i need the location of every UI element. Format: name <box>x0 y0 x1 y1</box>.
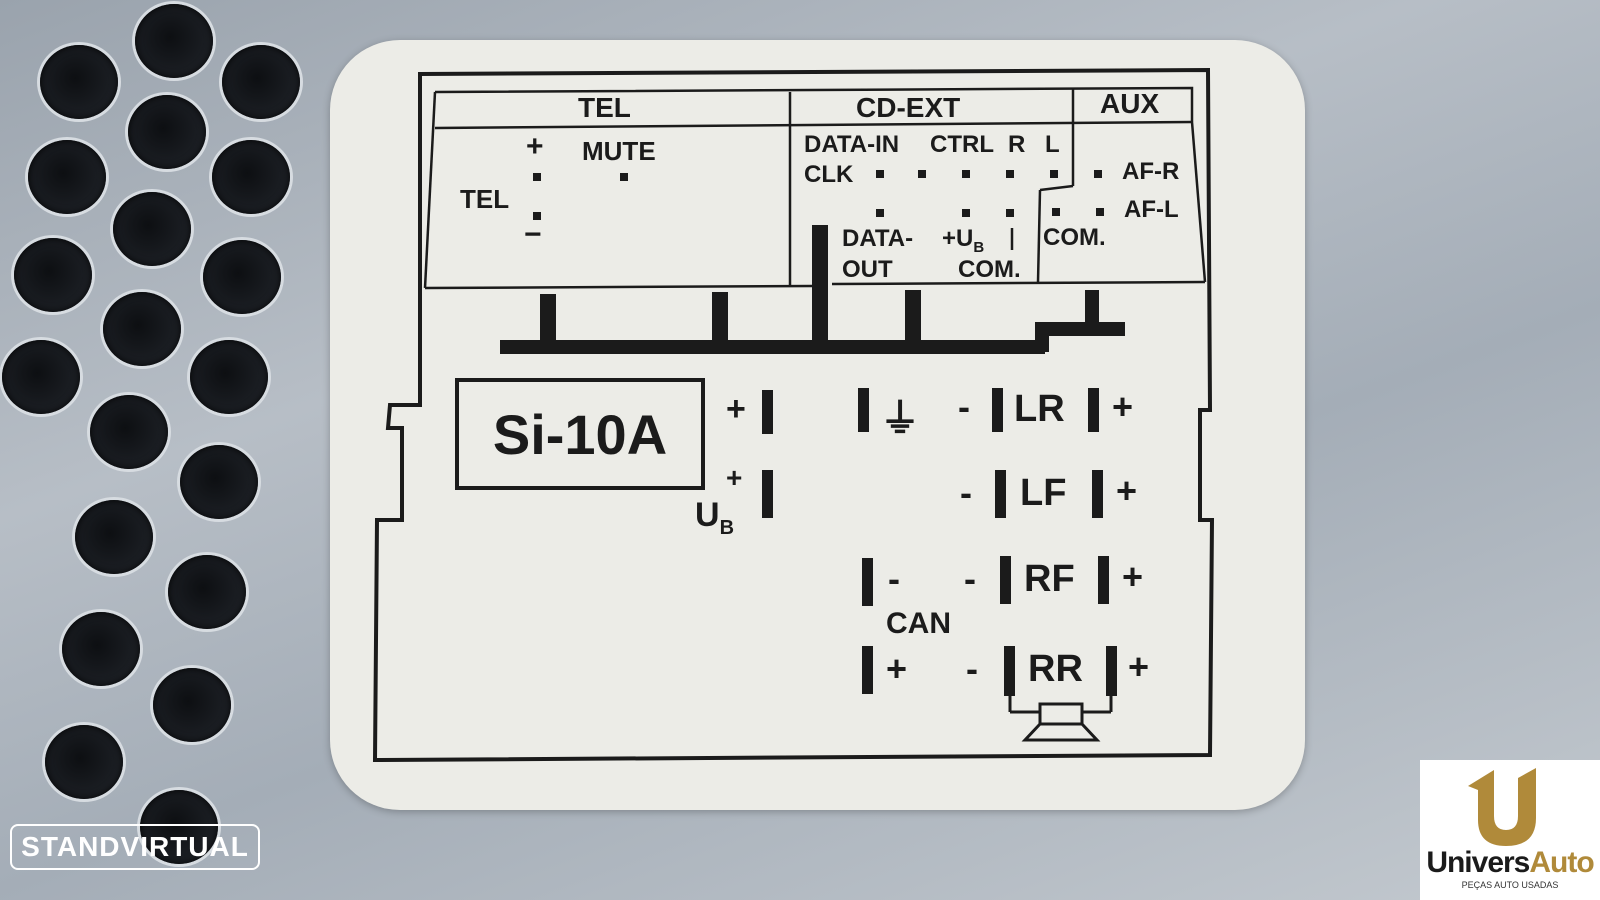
tel-mute-label: MUTE <box>582 136 656 166</box>
speaker-rr-label: RR <box>1028 648 1083 690</box>
tel-section-title: TEL <box>578 92 631 123</box>
connector-label-sticker <box>330 40 1305 810</box>
cdext-clk-label: CLK <box>804 161 854 188</box>
model-badge: Si-10A <box>455 378 705 490</box>
speaker-lr-label: LR <box>1014 388 1065 430</box>
tel-minus-label: − <box>524 218 542 251</box>
speaker-rf-label: RF <box>1024 558 1075 600</box>
speaker-rf-plus: + <box>1122 556 1144 597</box>
cdext-l-label: L <box>1045 131 1060 158</box>
power-plus-bottom: + <box>726 462 743 493</box>
model-name: Si-10A <box>492 402 668 466</box>
speaker-lf-plus: + <box>1116 470 1138 511</box>
tel-tel-label: TEL <box>460 184 510 214</box>
cdext-section-title: CD-EXT <box>856 92 961 123</box>
speaker-rf-minus: - <box>964 558 976 599</box>
aux-af-r-label: AF-R <box>1122 158 1180 185</box>
speaker-lr-minus: - <box>958 386 970 427</box>
aux-section-title: AUX <box>1100 88 1160 119</box>
cdext-ub-label: +UB <box>942 225 985 256</box>
can-label: CAN <box>886 607 951 640</box>
aux-af-l-label: AF-L <box>1124 196 1179 223</box>
speaker-lr-plus: + <box>1112 386 1134 427</box>
universauto-name: UniversAuto <box>1426 846 1594 879</box>
speaker-rr-minus: - <box>966 648 978 689</box>
tel-plus-label: + <box>526 130 544 163</box>
cdext-r-label: R <box>1008 131 1026 158</box>
power-plus-top: + <box>726 390 746 428</box>
standvirtual-watermark: STANDVIRTUAL <box>10 824 260 870</box>
can-minus: - <box>888 558 900 599</box>
cdext-ctrl-label: CTRL <box>930 131 994 158</box>
universauto-u-icon <box>1468 768 1536 846</box>
cdext-data-out-label-2: OUT <box>842 256 893 283</box>
universauto-tagline: PEÇAS AUTO USADAS <box>1461 880 1559 890</box>
speaker-rr-plus: + <box>1128 646 1150 687</box>
can-plus: + <box>886 648 908 689</box>
cdext-data-in-label: DATA-IN <box>804 131 900 158</box>
cdext-data-out-label-1: DATA- <box>842 225 914 252</box>
power-ub-label: UB <box>695 496 735 539</box>
cdext-com-label: COM. <box>958 256 1021 283</box>
ground-icon: ⏚ <box>880 397 920 441</box>
speaker-lf-minus: - <box>960 472 972 513</box>
universauto-logo: UniversAuto PEÇAS AUTO USADAS <box>1420 760 1600 900</box>
speaker-lf-label: LF <box>1020 472 1067 514</box>
aux-com-label: COM. <box>1043 224 1106 251</box>
